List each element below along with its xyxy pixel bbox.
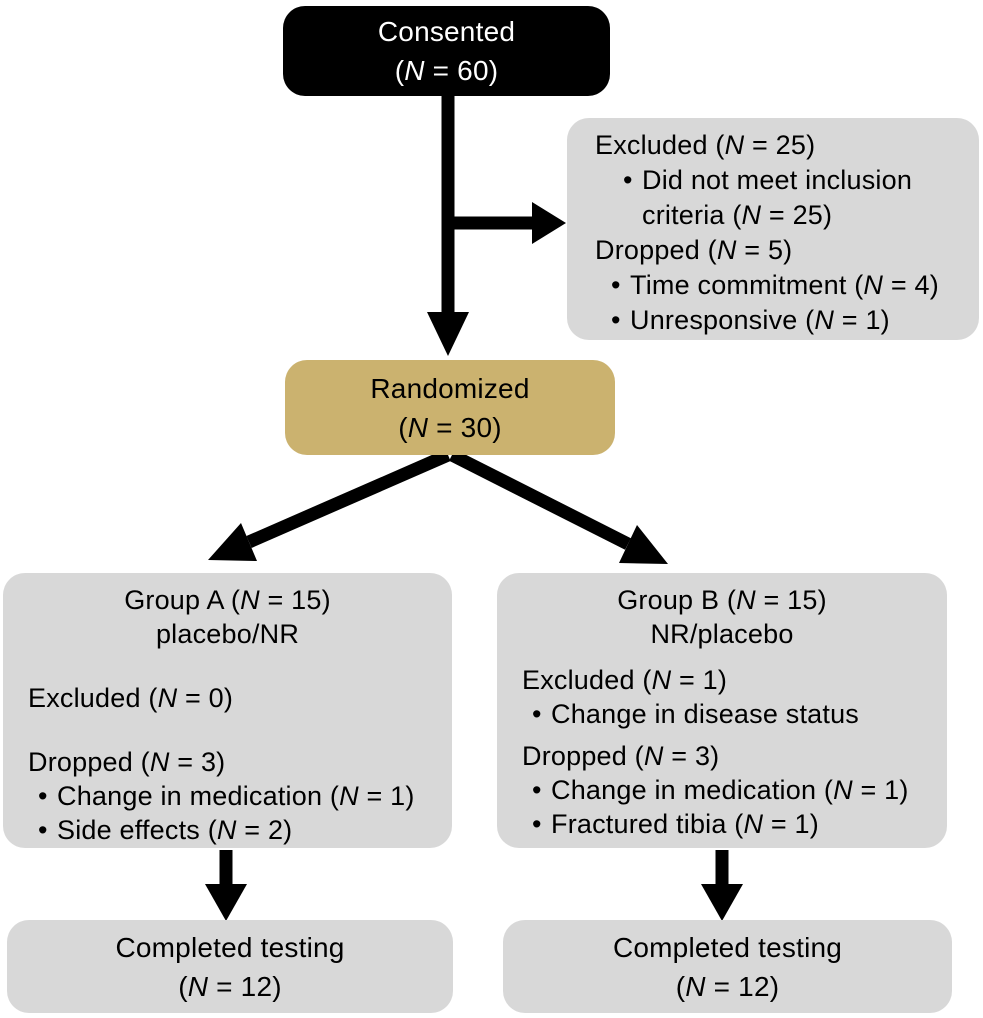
group-b-heading-excluded: Excluded (N = 1) (522, 665, 728, 695)
arrow-consented-to-randomized (427, 90, 469, 356)
completed-a-box: Completed testing (N = 12) (7, 920, 453, 1013)
group-b-box: Group B (N = 15) NR/placebo Excluded (N … (497, 573, 947, 848)
consented-box: Consented (N = 60) (283, 6, 610, 96)
consented-title: Consented (377, 16, 516, 47)
group-b-bullet-fractured-tibia: • Fractured tibia (N = 1) (532, 809, 819, 839)
randomized-title: Randomized (370, 372, 530, 404)
group-a-title: Group A (N = 15) (124, 585, 331, 615)
group-b-title: Group B (N = 15) (617, 585, 827, 615)
arrow-branch-to-exclusions (448, 202, 566, 244)
group-b-heading-dropped: Dropped (N = 3) (522, 741, 720, 771)
group-a-heading-dropped: Dropped (N = 3) (28, 747, 226, 777)
arrow-group-b-to-completed (701, 850, 743, 921)
bullet-icon: • (611, 270, 621, 300)
exclusions-bullet-time-commitment: • Time commitment (N = 4) (595, 268, 971, 303)
completed-b-box: Completed testing (N = 12) (503, 920, 952, 1013)
completed-b-title: Completed testing (612, 931, 843, 963)
arrow-randomized-to-group-a (208, 449, 451, 561)
randomized-box: Randomized (N = 30) (285, 360, 615, 455)
bullet-icon: • (623, 165, 633, 195)
bullet-icon: • (611, 305, 621, 335)
exclusions-heading-dropped: Dropped (N = 5) (595, 235, 793, 265)
group-a-subtitle: placebo/NR (155, 619, 300, 649)
group-b-subtitle: NR/placebo (650, 619, 794, 649)
group-a-heading-excluded: Excluded (N = 0) (28, 683, 234, 713)
consented-n: (N = 60) (394, 55, 499, 86)
group-a-box: Group A (N = 15) placebo/NR Excluded (N … (3, 573, 452, 848)
exclusions-bullet-inclusion-criteria: • Did not meet inclusion criteria (N = 2… (623, 165, 913, 230)
bullet-icon: • (38, 781, 48, 811)
bullet-icon: • (532, 699, 542, 729)
group-b-bullet-disease-status: • Change in disease status (532, 699, 859, 729)
randomized-n: (N = 30) (398, 411, 502, 443)
completed-a-n: (N = 12) (178, 970, 282, 1002)
exclusions-heading-excluded: Excluded (N = 25) (595, 130, 816, 160)
group-a-bullet-side-effects: • Side effects (N = 2) (38, 815, 293, 845)
completed-b-n: (N = 12) (675, 970, 780, 1002)
group-b-bullet-medication: • Change in medication (N = 1) (532, 775, 909, 805)
completed-a-title: Completed testing (115, 931, 345, 963)
group-a-bullet-medication: • Change in medication (N = 1) (38, 781, 415, 811)
exclusions-bullet-unresponsive: • Unresponsive (N = 1) (595, 303, 971, 338)
bullet-icon: • (38, 815, 48, 845)
exclusions-box: Excluded (N = 25) • Did not meet inclusi… (567, 118, 979, 340)
arrow-group-a-to-completed (205, 850, 247, 921)
bullet-icon: • (532, 809, 542, 839)
arrow-randomized-to-group-b (449, 449, 668, 564)
bullet-icon: • (532, 775, 542, 805)
